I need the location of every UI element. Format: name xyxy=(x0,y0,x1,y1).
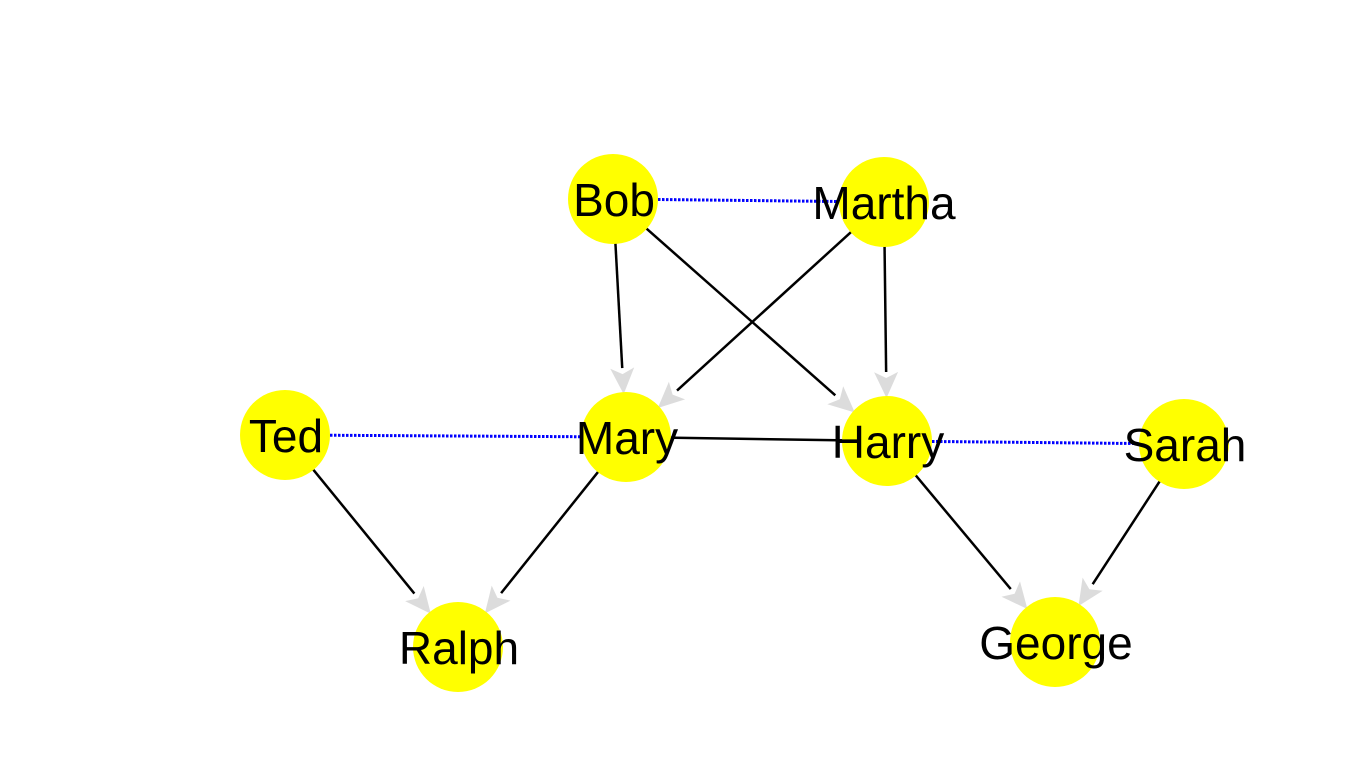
edge-mary-ralph xyxy=(500,469,601,594)
edge-harry-george-arrowhead xyxy=(1001,581,1028,609)
edge-martha-mary xyxy=(676,229,854,392)
node-martha[interactable] xyxy=(839,157,929,247)
edge-bob-martha xyxy=(653,197,844,204)
node-label-martha: Martha xyxy=(812,177,956,229)
edges-layer xyxy=(310,197,1163,614)
edge-martha-mary-arrowhead xyxy=(657,381,686,408)
edge-ted-mary xyxy=(325,433,586,439)
edge-harry-sarah xyxy=(927,439,1144,446)
edge-sarah-george xyxy=(1091,478,1163,585)
edge-martha-harry xyxy=(883,243,888,373)
node-label-ralph: Ralph xyxy=(399,622,519,674)
edge-mary-harry xyxy=(666,436,847,442)
node-label-harry: Harry xyxy=(832,416,944,468)
edge-mary-ralph-arrowhead xyxy=(484,585,511,614)
node-harry[interactable] xyxy=(842,396,932,486)
edge-sarah-george-arrowhead xyxy=(1078,577,1103,606)
node-ralph[interactable] xyxy=(413,602,503,692)
edge-ted-ralph-arrowhead xyxy=(405,586,431,614)
edge-bob-mary-arrowhead xyxy=(610,367,635,395)
node-label-george: George xyxy=(979,617,1132,669)
node-bob[interactable] xyxy=(568,154,658,244)
nodes-layer xyxy=(240,154,1229,692)
node-ted[interactable] xyxy=(240,390,330,480)
node-label-bob: Bob xyxy=(573,174,655,226)
node-mary[interactable] xyxy=(581,392,671,482)
node-sarah[interactable] xyxy=(1139,399,1229,489)
node-label-sarah: Sarah xyxy=(1124,419,1247,471)
edge-bob-harry-arrowhead xyxy=(827,386,855,413)
edge-harry-george xyxy=(912,472,1012,590)
edge-ted-ralph xyxy=(310,466,416,595)
node-label-ted: Ted xyxy=(249,410,323,462)
node-label-mary: Mary xyxy=(576,412,678,464)
edge-martha-harry-arrowhead xyxy=(874,371,899,398)
node-george[interactable] xyxy=(1010,597,1100,687)
edge-bob-mary xyxy=(614,240,624,369)
edge-bob-harry xyxy=(643,225,837,397)
